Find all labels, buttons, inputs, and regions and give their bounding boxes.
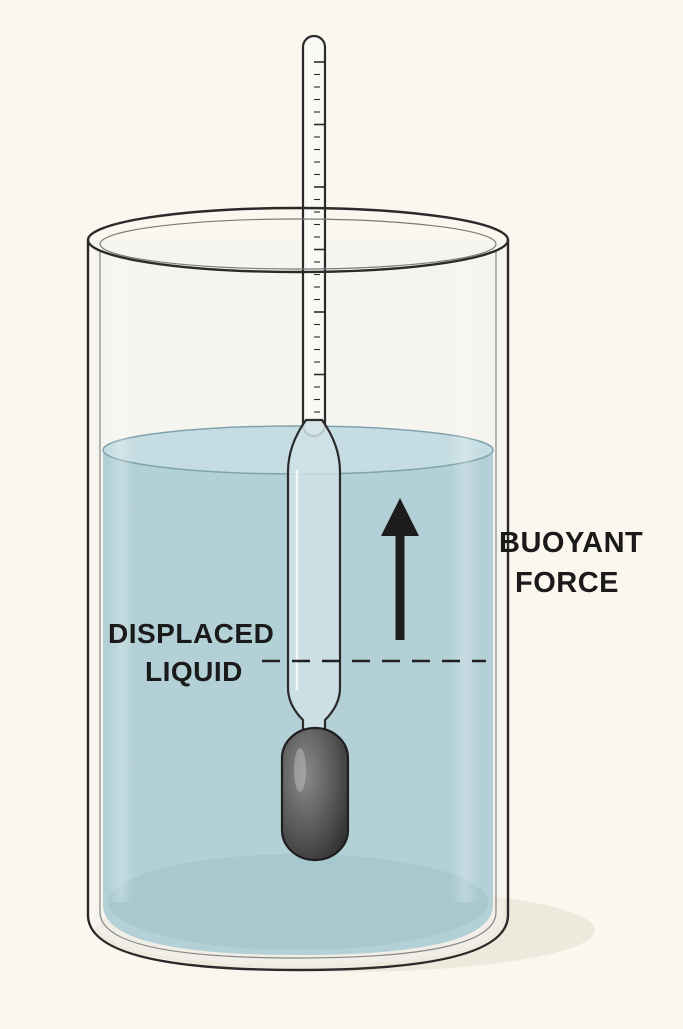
hydrometer-scale [314, 61, 325, 413]
beaker-rim-inner [99, 218, 497, 270]
beaker-inner-wall [99, 252, 497, 959]
glass-reflection-right [450, 262, 480, 902]
buoyant-force-arrow [381, 498, 419, 640]
buoyant-force-label-line1: BUOYANT [499, 527, 644, 559]
bulb-highlight [294, 748, 306, 792]
beaker-rim [86, 206, 510, 274]
displaced-liquid-label-line1: DISPLACED [108, 618, 275, 649]
hydrometer-stem [301, 34, 327, 438]
displaced-liquid-label-line2: LIQUID [145, 656, 243, 687]
beaker-outline [86, 240, 510, 972]
glass-reflection-left [108, 262, 134, 902]
weighted-bulb [280, 726, 350, 862]
buoyant-force-label-line2: FORCE [515, 567, 619, 599]
liquid-bottom [108, 854, 488, 950]
